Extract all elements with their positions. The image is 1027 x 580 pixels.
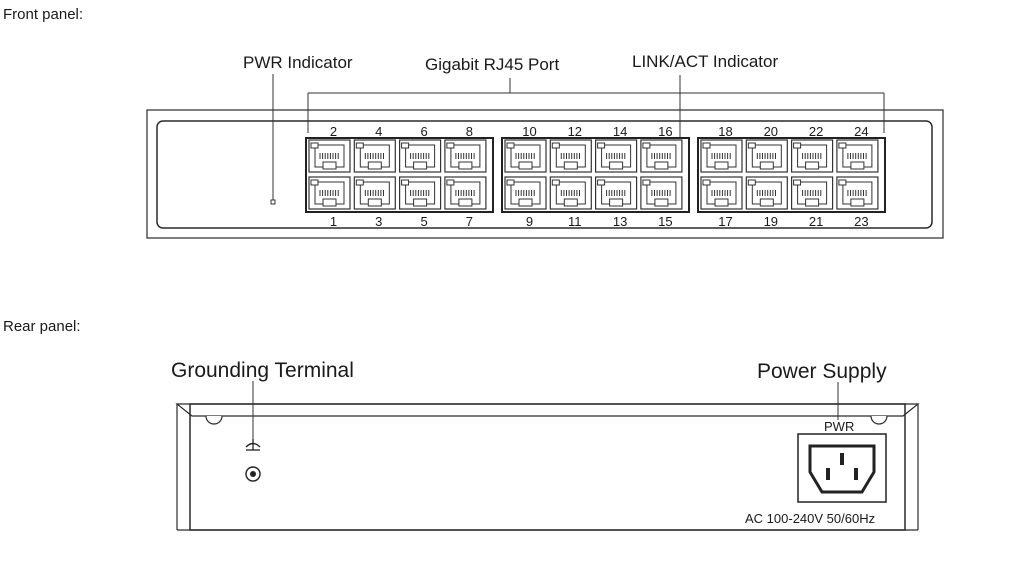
rj45-port [640,139,683,173]
rj45-port [790,176,834,210]
port-group: 2 1 4 3 6 5 8 7 [305,124,494,229]
rj45-port [549,176,592,210]
rj45-port [745,139,788,173]
rj45-port [790,139,834,173]
port-number-bottom: 19 [764,214,778,229]
rj45-port [640,176,683,210]
rj45-port-callout: Gigabit RJ45 Port [425,55,559,74]
rj45-port [504,139,547,173]
port-group: 10 9 12 11 14 13 16 15 [501,124,690,229]
ac-rating: AC 100-240V 50/60Hz [745,511,875,526]
ground-icon [245,439,261,451]
port-number-bottom: 3 [375,214,382,229]
port-number-top: 4 [375,124,382,139]
port-number-top: 2 [330,124,337,139]
rear-panel-label: Rear panel: [3,318,81,335]
rj45-port [353,176,396,210]
port-number-top: 24 [854,124,868,139]
grounding-terminal [245,381,261,482]
rj45-port [353,139,396,173]
rj45-port [308,176,351,210]
port-group: 18 17 20 19 22 21 24 23 [697,124,886,229]
front-panel-label: Front panel: [3,6,83,23]
rj45-port [399,139,442,173]
rj45-port [444,139,487,173]
port-number-top: 10 [522,124,536,139]
rj45-port [504,176,547,210]
port-number-bottom: 17 [718,214,732,229]
port-number-bottom: 7 [466,214,473,229]
link-act-callout: LINK/ACT Indicator [632,52,778,71]
port-number-bottom: 1 [330,214,337,229]
pwr-indicator-led [270,74,276,205]
port-number-bottom: 11 [568,214,582,229]
port-number-top: 16 [658,124,672,139]
grounding-callout: Grounding Terminal [171,359,354,382]
rear-chassis [175,403,920,531]
rj45-port [836,176,879,210]
pwr-label: PWR [824,419,854,434]
port-number-bottom: 13 [613,214,627,229]
power-supply-callout: Power Supply [757,360,887,383]
port-number-top: 8 [466,124,473,139]
rj45-port [308,139,351,173]
port-number-top: 6 [420,124,427,139]
port-number-bottom: 15 [658,214,672,229]
port-number-top: 18 [718,124,732,139]
port-number-top: 20 [764,124,778,139]
rj45-bracket [307,78,885,133]
port-number-bottom: 21 [809,214,823,229]
pwr-indicator-callout: PWR Indicator [243,53,353,72]
port-number-top: 22 [809,124,823,139]
rj45-port [700,139,743,173]
port-number-top: 12 [568,124,582,139]
port-number-bottom: 9 [526,214,533,229]
rj45-port [700,176,743,210]
port-number-top: 14 [613,124,627,139]
port-number-bottom: 23 [854,214,868,229]
rj45-port [444,176,487,210]
rj45-port [594,176,638,210]
power-inlet: PWR AC 100-240V 50/60Hz [745,382,887,526]
rj45-port [549,139,592,173]
rj45-port [594,139,638,173]
port-number-bottom: 5 [420,214,427,229]
rj45-port [399,176,442,210]
rj45-port [745,176,788,210]
rj45-port [836,139,879,173]
